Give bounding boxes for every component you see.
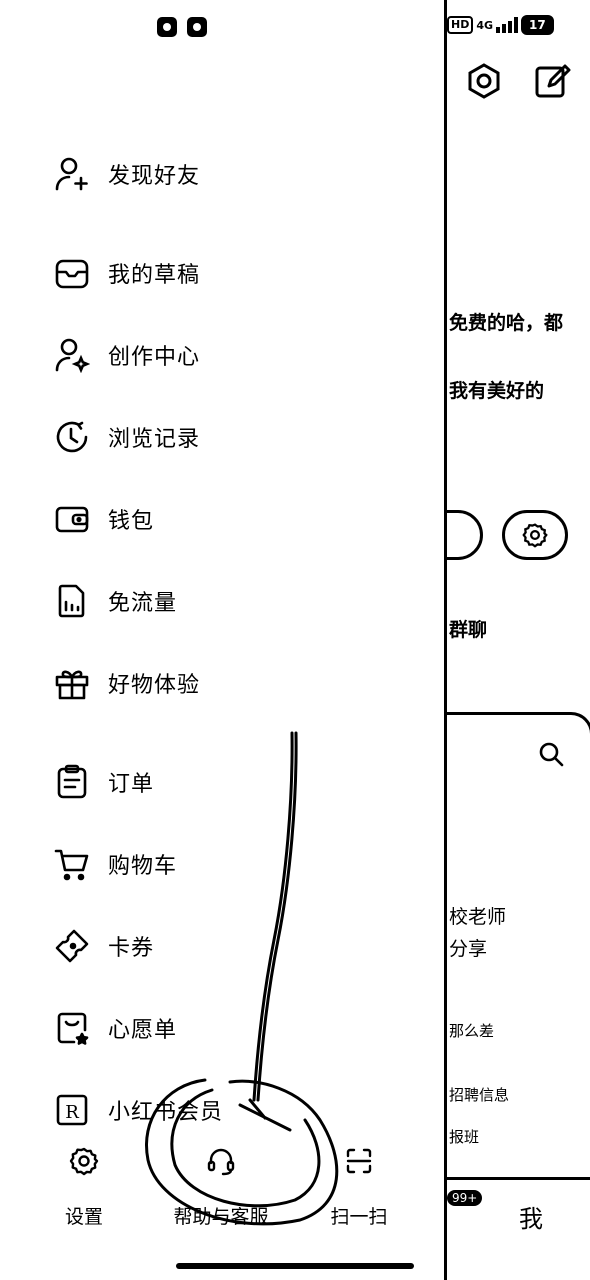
menu-item-orders[interactable]: 订单: [54, 760, 154, 804]
hd-indicator: HD: [447, 16, 474, 34]
edit-icon[interactable]: [533, 62, 571, 100]
text-fragment: 招聘信息: [449, 1086, 510, 1104]
menu-label: 好物体验: [108, 673, 201, 698]
badge-icon[interactable]: [465, 62, 503, 100]
bottom-tab-bar: [447, 1177, 590, 1257]
member-icon: R: [56, 1094, 88, 1126]
data-free-icon: [58, 584, 85, 618]
wishlist-icon: [57, 1012, 89, 1045]
text-fragment: 校老师: [449, 906, 507, 928]
gear-icon: [522, 523, 548, 548]
text-fragment: 我有美好的: [449, 380, 545, 402]
round-button-left[interactable]: [447, 510, 483, 560]
menu-label: 购物车: [108, 854, 178, 879]
gift-icon: [55, 670, 89, 700]
app-notification-icon: [187, 17, 207, 37]
menu-label: 心愿单: [108, 1018, 178, 1043]
order-icon: [57, 764, 87, 799]
search-icon[interactable]: [537, 740, 565, 768]
menu-label: 我的草稿: [108, 263, 201, 288]
headset-icon: [207, 1148, 235, 1176]
menu-item-coupons[interactable]: 卡券: [54, 924, 154, 968]
menu-label: 免流量: [108, 591, 178, 616]
scan-icon: [346, 1148, 372, 1174]
settings-label: 设置: [64, 1206, 103, 1228]
help-service-button[interactable]: 帮助与客服: [166, 1146, 276, 1229]
content-panel: [447, 712, 590, 1182]
settings-button[interactable]: 设置: [29, 1146, 139, 1229]
gear-icon: [69, 1147, 99, 1176]
text-fragment: 免费的哈，都: [449, 312, 564, 334]
scan-button[interactable]: 扫一扫: [304, 1146, 414, 1229]
menu-item-membership[interactable]: R 小红书会员: [54, 1088, 223, 1132]
menu-item-data-free[interactable]: 免流量: [54, 579, 177, 623]
text-fragment: 那么差: [449, 1022, 495, 1040]
status-bar-left: [157, 17, 207, 37]
network-indicator: 4G: [476, 18, 494, 32]
background-app-page: HD 4G 17 免费的哈，都 我有美好的 群聊 校老师 分享 那么差 招聘信息…: [444, 0, 590, 1280]
add-friend-icon: [55, 157, 88, 191]
text-fragment: 报班: [449, 1128, 480, 1146]
drafts-icon: [55, 259, 89, 289]
menu-label: 钱包: [108, 509, 155, 534]
battery-indicator: 17: [521, 15, 554, 35]
svg-text:R: R: [65, 1102, 79, 1123]
notification-icon: [157, 17, 177, 37]
text-fragment: 群聊: [449, 619, 488, 641]
settings-round-button[interactable]: [502, 510, 568, 560]
menu-label: 订单: [108, 772, 155, 797]
side-drawer: 发现好友 我的草稿 创作中心 浏览记录 钱包 免流量 好物体验 订单 购物车 卡…: [29, 17, 414, 1269]
menu-item-wishlist[interactable]: 心愿单: [54, 1006, 177, 1050]
menu-label: 卡券: [108, 936, 155, 961]
menu-label: 创作中心: [108, 345, 201, 370]
text-fragment: 分享: [449, 938, 488, 960]
history-icon: [56, 421, 88, 453]
creator-center-icon: [55, 338, 90, 373]
scan-label: 扫一扫: [330, 1206, 388, 1228]
wallet-icon: [55, 506, 89, 533]
menu-label: 发现好友: [108, 164, 201, 189]
menu-item-wallet[interactable]: 钱包: [54, 497, 154, 541]
status-bar-right: HD 4G 17: [447, 15, 554, 35]
help-service-label: 帮助与客服: [173, 1206, 269, 1228]
signal-icon: [496, 17, 519, 33]
menu-label: 浏览记录: [108, 427, 201, 452]
home-indicator: [176, 1263, 414, 1269]
coupon-icon: [55, 929, 89, 963]
unread-badge: 99+: [447, 1190, 483, 1206]
menu-item-cart[interactable]: 购物车: [54, 842, 177, 886]
menu-item-find-friends[interactable]: 发现好友: [54, 152, 200, 196]
menu-item-history[interactable]: 浏览记录: [54, 415, 200, 459]
menu-item-goods-trial[interactable]: 好物体验: [54, 661, 200, 705]
menu-item-creator-center[interactable]: 创作中心: [54, 333, 200, 377]
tab-me[interactable]: 我: [519, 1205, 543, 1233]
menu-item-drafts[interactable]: 我的草稿: [54, 251, 200, 295]
cart-icon: [54, 849, 89, 881]
menu-label: 小红书会员: [108, 1100, 224, 1125]
